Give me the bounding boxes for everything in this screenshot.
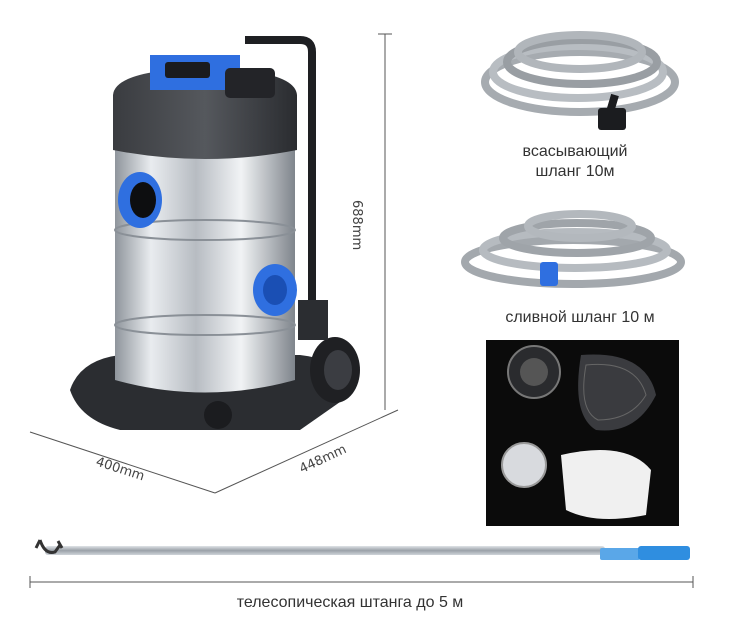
suction-hose-illustration <box>481 31 679 130</box>
filter-bags-photo <box>486 340 679 526</box>
suction-hose-label: всасывающий шланг 10м <box>522 143 628 180</box>
dimension-lines <box>29 33 694 588</box>
telescopic-pole-label: телесопическая штанга до 5 м <box>236 594 464 611</box>
telescopic-pole-illustration <box>34 539 690 560</box>
drain-hose-illustration <box>461 210 685 288</box>
height-dimension-label: 688mm <box>349 200 364 251</box>
drain-hose-label: сливной шланг 10 м <box>505 309 655 326</box>
vacuum-cleaner-illustration <box>70 36 360 430</box>
filter-bags-drawing <box>501 345 656 519</box>
